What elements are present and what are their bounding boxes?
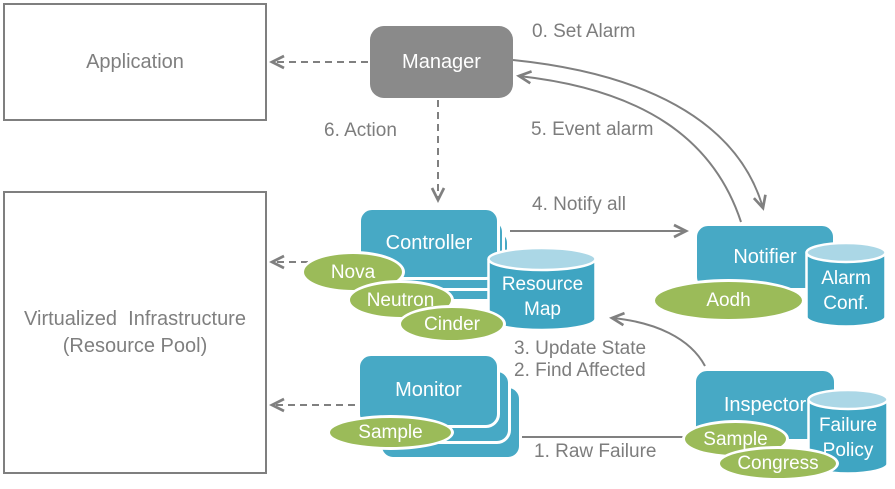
arrow-event-alarm-notifier-to-manager (515, 70, 742, 223)
step-label-event-alarm: 5. Event alarm (531, 119, 654, 140)
step-label-find-affected: 2. Find Affected (514, 360, 646, 381)
inspector-sample-label: Sample (703, 428, 768, 450)
monitor-box: Monitor (357, 353, 500, 428)
monitor-sample-ellipse: Sample (327, 415, 454, 450)
notifier-label: Notifier (733, 245, 797, 268)
manager-box: Manager (370, 26, 513, 98)
alarm-conf-label-line1: Alarm (821, 268, 871, 289)
monitor-sample-label: Sample (358, 422, 423, 443)
resource-map-label-line2: Map (524, 298, 561, 320)
neutron-label: Neutron (366, 289, 435, 311)
nova-label: Nova (330, 261, 376, 283)
monitor-label: Monitor (395, 379, 462, 401)
cylinder-shape-icon (805, 241, 887, 328)
arrow-inspector-to-resource-map (608, 311, 706, 367)
resource-map-cylinder: Resource Map (486, 246, 599, 334)
aodh-ellipse: Aodh (652, 279, 805, 322)
inspector-label: Inspector (723, 393, 807, 416)
failure-policy-label-line1: Failure (818, 415, 878, 436)
aodh-label: Aodh (706, 290, 751, 311)
alarm-conf-cylinder: Alarm Conf. (804, 241, 888, 331)
cinder-ellipse: Cinder (398, 305, 506, 343)
application-label: Application (86, 50, 184, 73)
controller-box: Controller (358, 207, 500, 280)
alarm-conf-label-line2: Conf. (823, 292, 869, 314)
cylinder-shape-icon (487, 246, 597, 332)
virtualized-infrastructure-label-line1: Virtualized Infrastructure (24, 307, 246, 330)
congress-label: Congress (737, 453, 819, 474)
step-label-set-alarm: 0. Set Alarm (532, 21, 636, 42)
step-label-action: 6. Action (324, 120, 397, 141)
cinder-label: Cinder (424, 313, 480, 335)
controller-label: Controller (385, 232, 473, 254)
congress-ellipse: Congress (717, 446, 839, 481)
step-label-notify-all: 4. Notify all (532, 194, 626, 215)
virtualized-infrastructure-box: Virtualized Infrastructure (Resource Poo… (3, 191, 267, 474)
failure-policy-label-line2: Policy (822, 439, 874, 461)
application-box: Application (3, 3, 267, 121)
resource-map-label-line1: Resource (501, 274, 584, 295)
arrow-set-alarm-manager-to-notifier (512, 59, 767, 211)
virtualized-infrastructure-label-line2: (Resource Pool) (62, 334, 208, 357)
step-label-update-state: 3. Update State (514, 338, 647, 359)
manager-label: Manager (402, 50, 481, 73)
step-label-raw-failure: 1. Raw Failure (534, 441, 657, 462)
